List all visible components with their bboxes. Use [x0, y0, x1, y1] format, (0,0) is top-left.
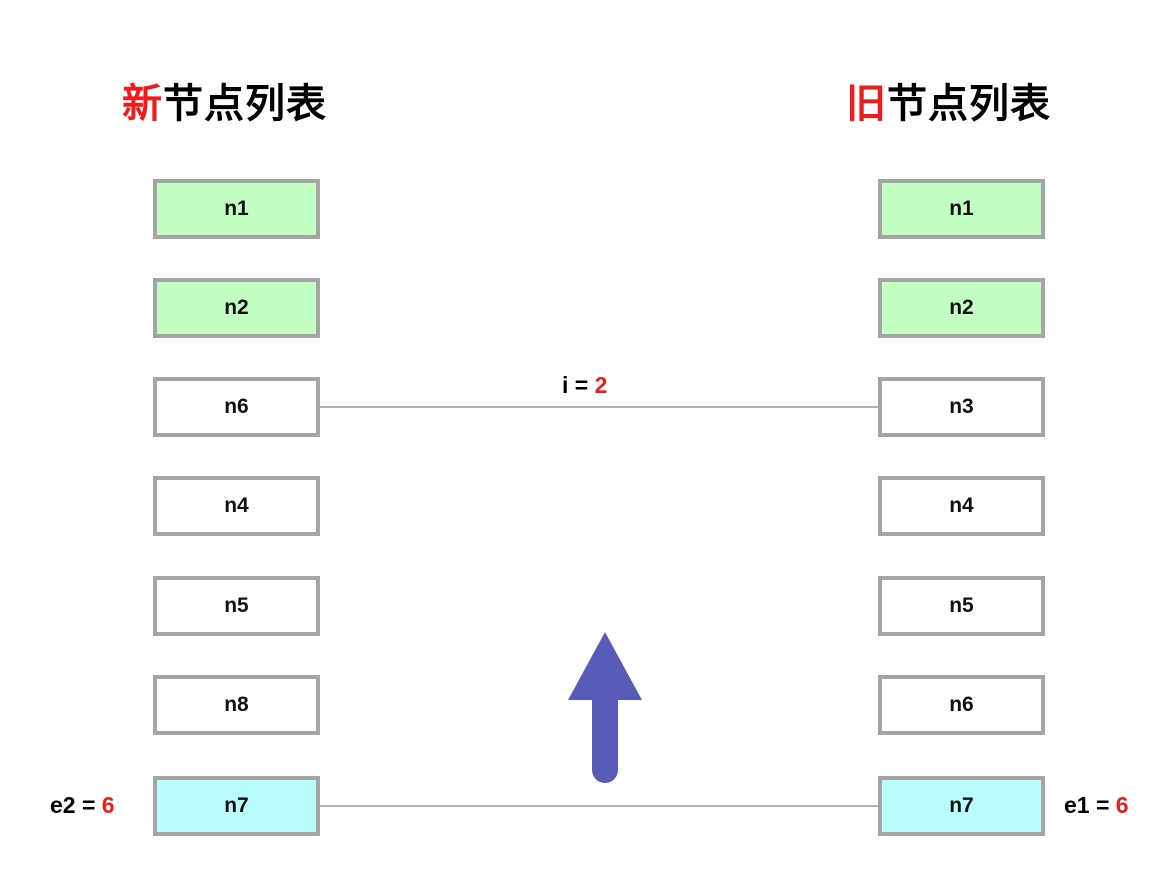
right-title-highlight: 旧 — [846, 82, 887, 126]
left-column-title: 新节点列表 — [122, 84, 327, 124]
index-pointer-text: i = — [562, 372, 595, 398]
index-pointer-value: 2 — [594, 372, 608, 398]
right-node-n2[interactable]: n2 — [878, 278, 1045, 338]
node-label: n2 — [949, 296, 974, 319]
right-node-n4[interactable]: n4 — [878, 476, 1045, 536]
left-end-pointer-text: e2 = — [50, 792, 102, 818]
left-node-n2[interactable]: n2 — [153, 278, 320, 338]
left-end-pointer-label: e2 = 6 — [50, 792, 115, 819]
node-label: n7 — [949, 794, 974, 817]
node-label: n8 — [224, 693, 249, 716]
up-arrow-icon — [568, 632, 642, 783]
left-end-pointer-value: 6 — [101, 792, 115, 818]
right-node-n6[interactable]: n6 — [878, 675, 1045, 735]
left-node-n8[interactable]: n8 — [153, 675, 320, 735]
node-label: n1 — [949, 197, 974, 220]
node-label: n5 — [224, 594, 249, 617]
node-label: n4 — [949, 494, 974, 517]
left-node-n5[interactable]: n5 — [153, 576, 320, 636]
node-label: n2 — [224, 296, 249, 319]
left-title-highlight: 新 — [122, 82, 163, 126]
right-node-n5[interactable]: n5 — [878, 576, 1045, 636]
left-node-n6[interactable]: n6 — [153, 377, 320, 437]
node-label: n7 — [224, 794, 249, 817]
right-end-pointer-text: e1 = — [1064, 792, 1116, 818]
right-node-n7[interactable]: n7 — [878, 776, 1045, 836]
connector-line-end — [320, 805, 878, 807]
right-end-pointer-label: e1 = 6 — [1064, 792, 1129, 819]
right-node-n1[interactable]: n1 — [878, 179, 1045, 239]
node-label: n4 — [224, 494, 249, 517]
connector-line-index — [320, 406, 878, 408]
left-node-n1[interactable]: n1 — [153, 179, 320, 239]
left-node-n4[interactable]: n4 — [153, 476, 320, 536]
right-title-rest: 节点列表 — [887, 82, 1051, 126]
node-label: n6 — [949, 693, 974, 716]
left-title-rest: 节点列表 — [163, 82, 327, 126]
node-label: n5 — [949, 594, 974, 617]
right-end-pointer-value: 6 — [1115, 792, 1129, 818]
left-node-n7[interactable]: n7 — [153, 776, 320, 836]
node-label: n1 — [224, 197, 249, 220]
index-pointer-label: i = 2 — [562, 372, 607, 399]
right-node-n3[interactable]: n3 — [878, 377, 1045, 437]
node-label: n3 — [949, 395, 974, 418]
node-label: n6 — [224, 395, 249, 418]
right-column-title: 旧节点列表 — [846, 84, 1051, 124]
